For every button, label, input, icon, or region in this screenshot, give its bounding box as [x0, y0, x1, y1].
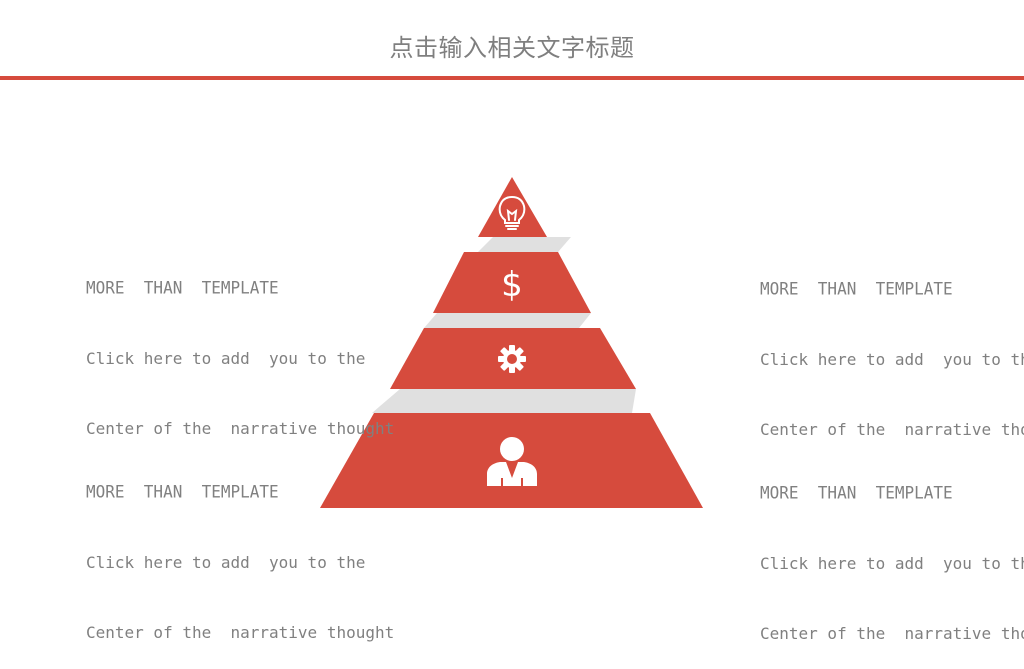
pyramid-connector-3	[372, 389, 636, 413]
pyramid-level-2[interactable]	[433, 252, 591, 313]
block-line-1: Click here to add you to the	[760, 553, 1024, 573]
lightbulb-icon	[498, 195, 526, 230]
block-heading: MORE THAN TEMPLATE	[760, 482, 953, 503]
slide-title[interactable]: 点击输入相关文字标题	[389, 34, 635, 62]
block-line-2: Center of the narrative thought	[86, 623, 395, 642]
text-block-bottom-left[interactable]: MORE THAN TEMPLATE Click here to add you…	[86, 433, 416, 668]
block-line-2: Center of the narrative thought	[760, 624, 1024, 643]
block-line-2: Center of the narrative thought	[760, 420, 1024, 439]
text-block-top-right[interactable]: MORE THAN TEMPLATE Click here to add you…	[760, 230, 1024, 465]
person-icon	[487, 437, 537, 486]
text-block-top-left[interactable]: MORE THAN TEMPLATE Click here to add you…	[86, 229, 416, 464]
dollar-icon: $	[501, 265, 523, 305]
pyramid-diagram: $	[320, 177, 703, 508]
pyramid-level-1[interactable]	[478, 177, 547, 237]
block-heading: MORE THAN TEMPLATE	[760, 278, 953, 299]
text-block-bottom-right[interactable]: MORE THAN TEMPLATE Click here to add you…	[760, 434, 1024, 669]
block-line-2: Center of the narrative thought	[86, 419, 395, 438]
pyramid-connector-2	[424, 313, 591, 328]
block-heading: MORE THAN TEMPLATE	[86, 277, 279, 298]
pyramid-connector-1	[478, 237, 571, 252]
block-heading: MORE THAN TEMPLATE	[86, 481, 279, 502]
block-line-1: Click here to add you to the	[760, 349, 1024, 369]
block-line-1: Click here to add you to the	[86, 552, 366, 572]
block-line-1: Click here to add you to the	[86, 348, 366, 368]
title-divider	[0, 76, 1024, 80]
gear-icon	[498, 345, 526, 373]
